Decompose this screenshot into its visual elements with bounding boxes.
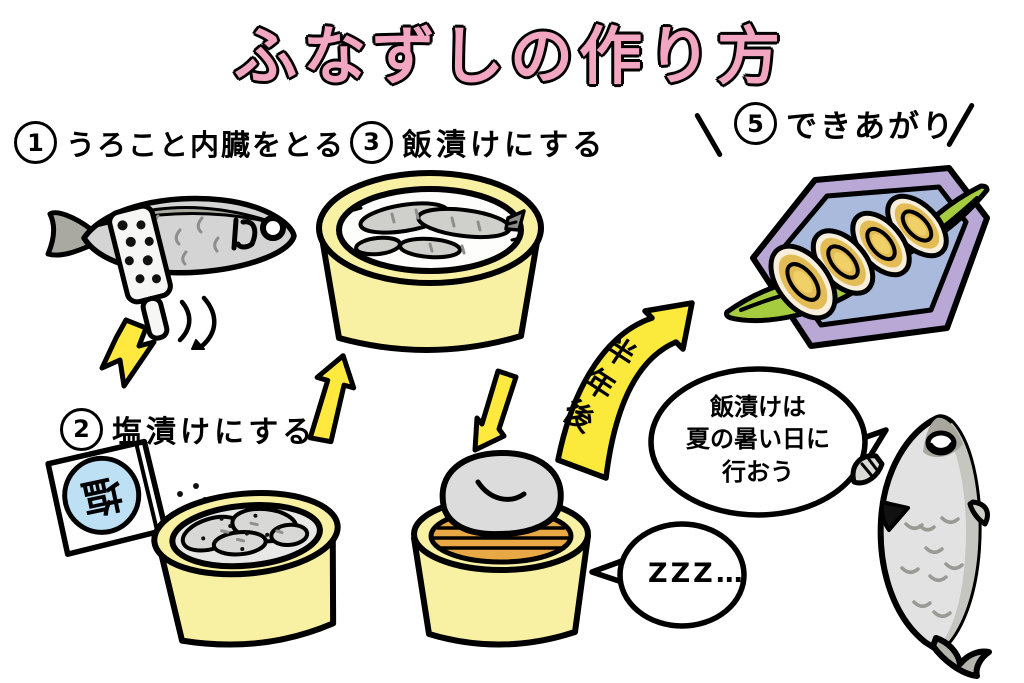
salting-illustration (45, 438, 341, 648)
fish-scaling-illustration (45, 195, 297, 389)
advice-bubble-text: 飯漬けは 夏の暑い日に 行おう (686, 393, 830, 486)
fish-side-shade (937, 423, 979, 651)
down-arrow-icon (99, 317, 157, 389)
rice-dashes (352, 206, 522, 242)
step5-label: 5 できあがり (734, 101, 956, 146)
step5-text: できあがり (786, 109, 956, 145)
emphasis-slash-left (693, 112, 724, 158)
step5-number-circle: 5 (734, 102, 777, 145)
fish-tail-fin (930, 635, 992, 679)
stone-line (475, 479, 527, 502)
step2-number-circle: 2 (60, 407, 103, 451)
rice-tub-illustration (316, 170, 544, 353)
step3-text: 飯漬けにする (402, 128, 607, 163)
advice-speech-bubble (648, 366, 889, 518)
step3-number-circle: 3 (350, 120, 393, 164)
fish-scale-marks (900, 516, 964, 618)
fish-mouth (879, 500, 910, 532)
motion-lines (177, 295, 217, 349)
step1-text: うろこと内臓をとる (66, 127, 346, 162)
fish-right-fin (967, 499, 990, 527)
fish-eye (260, 215, 286, 241)
sleep-bubble-text: ZZZ… (648, 558, 746, 589)
sleep-speech-bubble (589, 521, 747, 629)
finished-dish-illustration (724, 165, 990, 349)
page-title: ふなずしの作り方 (234, 20, 786, 93)
salt-bag-icon (45, 438, 169, 557)
weight-stone (439, 449, 564, 538)
salt-specks (201, 513, 281, 552)
fish-tail (45, 210, 97, 258)
half-year-arrow (555, 300, 695, 481)
step1-label: 1 うろこと内臓をとる (14, 121, 345, 164)
salt-tub (151, 490, 341, 648)
weighted-tub-illustration (411, 449, 591, 648)
fish-gill (231, 217, 258, 251)
salt-bag-label: 塩 (77, 468, 127, 522)
up-arrow-icon (307, 353, 357, 445)
funazushi-slices (768, 193, 949, 321)
step3-label: 3 飯漬けにする (350, 120, 606, 164)
fish-character (850, 414, 992, 679)
motion-arrowhead (191, 339, 205, 350)
scaler-tool (107, 203, 173, 341)
step2-label: 2 塩漬けにする (60, 407, 316, 451)
down-right-arrow-icon (472, 368, 519, 453)
fish-eye-smile (928, 441, 955, 453)
fish-pectoral-fin (850, 453, 885, 486)
fish-dashes (390, 208, 482, 255)
step1-number-circle: 1 (14, 121, 57, 164)
